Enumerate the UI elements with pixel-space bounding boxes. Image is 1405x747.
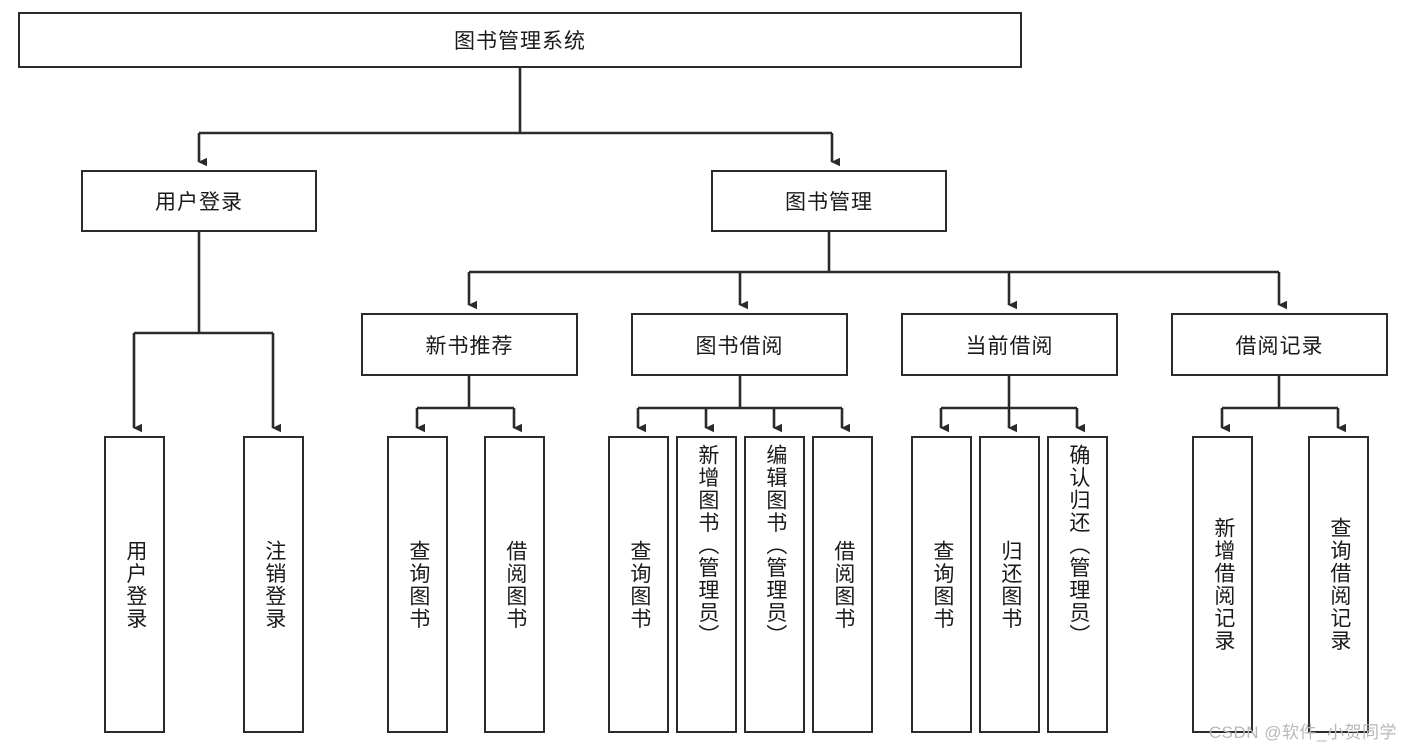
- node-new-book-recommend-label: 新书推荐: [425, 334, 514, 358]
- leaf-nbr-query-book[interactable]: 查询图书: [387, 436, 448, 733]
- leaf-user-login-label: 用户登录: [123, 539, 147, 630]
- leaf-br-add-record-label: 新增借阅记录: [1211, 517, 1235, 652]
- leaf-bb-add-book[interactable]: 新增图书（管理员）: [676, 436, 737, 733]
- leaf-cb-query-book-label: 查询图书: [930, 539, 954, 630]
- leaf-cb-return-book[interactable]: 归还图书: [979, 436, 1040, 733]
- leaf-nbr-borrow-book[interactable]: 借阅图书: [484, 436, 545, 733]
- node-root-system[interactable]: 图书管理系统: [18, 12, 1022, 68]
- watermark-text: CSDN @软件_小贺同学: [1208, 723, 1397, 742]
- leaf-bb-query-book[interactable]: 查询图书: [608, 436, 669, 733]
- leaf-logout[interactable]: 注销登录: [243, 436, 304, 733]
- leaf-cb-confirm-return[interactable]: 确认归还（管理员）: [1047, 436, 1108, 733]
- leaf-bb-edit-book[interactable]: 编辑图书（管理员）: [744, 436, 805, 733]
- leaf-br-add-record[interactable]: 新增借阅记录: [1192, 436, 1253, 733]
- node-new-book-recommend[interactable]: 新书推荐: [361, 313, 578, 376]
- leaf-br-query-record[interactable]: 查询借阅记录: [1308, 436, 1369, 733]
- node-book-management-label: 图书管理: [785, 191, 873, 214]
- leaf-bb-edit-book-label: 编辑图书（管理员）: [763, 444, 787, 647]
- leaf-cb-return-book-label: 归还图书: [998, 539, 1022, 630]
- leaf-br-query-record-label: 查询借阅记录: [1327, 517, 1351, 652]
- leaf-nbr-borrow-book-label: 借阅图书: [503, 539, 527, 630]
- node-user-login[interactable]: 用户登录: [81, 170, 317, 232]
- node-borrow-record[interactable]: 借阅记录: [1171, 313, 1388, 376]
- leaf-bb-query-book-label: 查询图书: [627, 539, 651, 630]
- node-book-borrow[interactable]: 图书借阅: [631, 313, 848, 376]
- node-current-borrow-label: 当前借阅: [965, 334, 1054, 358]
- node-current-borrow[interactable]: 当前借阅: [901, 313, 1118, 376]
- node-book-borrow-label: 图书借阅: [695, 334, 784, 358]
- node-user-login-label: 用户登录: [155, 191, 243, 214]
- node-root-label: 图书管理系统: [454, 30, 586, 53]
- leaf-bb-borrow-book-label: 借阅图书: [831, 539, 855, 630]
- leaf-nbr-query-book-label: 查询图书: [406, 539, 430, 630]
- leaf-logout-label: 注销登录: [262, 539, 286, 630]
- node-borrow-record-label: 借阅记录: [1235, 334, 1324, 358]
- node-book-management[interactable]: 图书管理: [711, 170, 947, 232]
- leaf-cb-confirm-return-label: 确认归还（管理员）: [1066, 444, 1090, 647]
- leaf-cb-query-book[interactable]: 查询图书: [911, 436, 972, 733]
- leaf-user-login[interactable]: 用户登录: [104, 436, 165, 733]
- leaf-bb-borrow-book[interactable]: 借阅图书: [812, 436, 873, 733]
- leaf-bb-add-book-label: 新增图书（管理员）: [695, 444, 719, 647]
